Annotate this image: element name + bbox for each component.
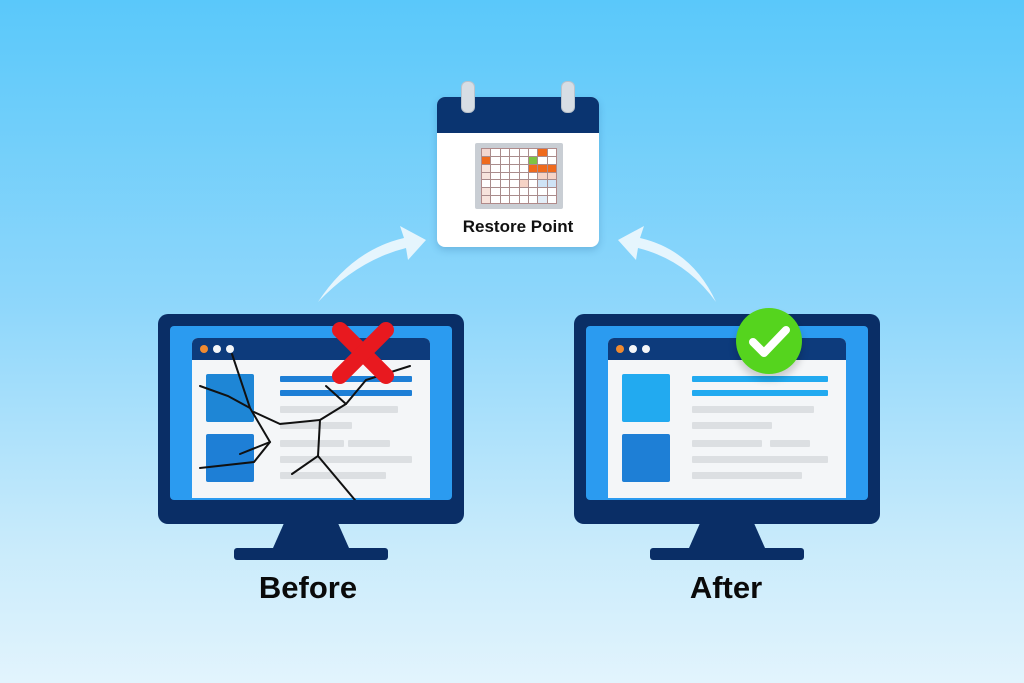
window-dot-icon [200, 345, 208, 353]
before-screen [170, 326, 452, 500]
after-screen [586, 326, 868, 500]
restore-point-card: Restore Point [437, 81, 599, 247]
window-dot-icon [629, 345, 637, 353]
before-label: Before [258, 570, 358, 605]
red-x-icon [332, 322, 394, 384]
window-dot-icon [642, 345, 650, 353]
window-dot-icon [616, 345, 624, 353]
calendar-icon [475, 143, 563, 209]
window-dot-icon [213, 345, 221, 353]
restore-point-label: Restore Point [462, 217, 574, 236]
window-dot-icon [226, 345, 234, 353]
before-monitor [158, 314, 464, 560]
arrow-to-restore-icon [318, 226, 426, 302]
calendar-ring-icon [461, 81, 475, 113]
green-checkmark-icon [736, 308, 802, 374]
after-label: After [689, 570, 763, 605]
after-monitor-base [650, 548, 804, 560]
before-monitor-base [234, 548, 388, 560]
calendar-ring-icon [561, 81, 575, 113]
arrow-from-after-icon [618, 226, 716, 302]
after-window [608, 338, 846, 498]
after-monitor [574, 308, 880, 560]
crack-icon [199, 353, 411, 500]
